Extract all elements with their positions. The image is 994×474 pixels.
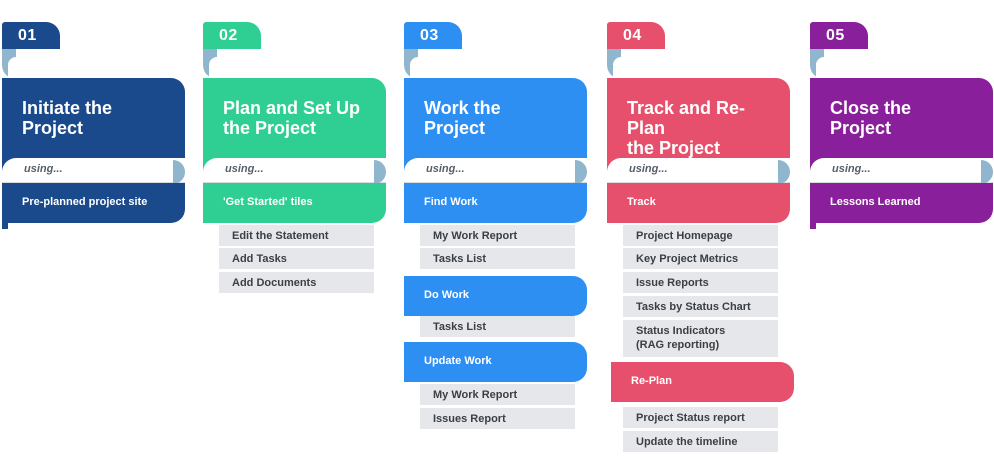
step-title-line: Close the	[830, 98, 912, 118]
step-title-line: Project	[830, 118, 892, 138]
group-header: Update Work	[404, 342, 587, 382]
ribbon-fold	[173, 160, 185, 184]
list-item-line: (RAG reporting)	[636, 339, 720, 351]
step-number: 03	[404, 22, 462, 49]
group-header: Pre-planned project site	[2, 183, 185, 223]
using-label: using...	[629, 163, 668, 175]
step-title-line: the Project	[223, 118, 317, 138]
step-title-card: Initiate the Project	[2, 78, 185, 158]
ribbon-tail	[404, 158, 418, 172]
ribbon-tail	[810, 223, 816, 229]
list-item: Add Documents	[219, 272, 374, 293]
step-title-line: Initiate the	[22, 98, 113, 118]
list-item: Project Status report	[623, 407, 778, 428]
divider	[203, 182, 386, 183]
step-number: 04	[607, 22, 665, 49]
step-number: 05	[810, 22, 868, 49]
ribbon-fold	[404, 49, 418, 79]
using-label: using...	[832, 163, 871, 175]
using-label: using...	[24, 163, 63, 175]
step-title-line: Track and Re-Plan	[627, 98, 746, 138]
step-number: 02	[203, 22, 261, 49]
step-title-line: Plan and Set Up	[223, 98, 361, 118]
ribbon-fold	[810, 49, 824, 79]
group-header: Re-Plan	[611, 362, 794, 402]
divider	[810, 182, 993, 183]
divider	[404, 182, 587, 183]
list-item-line: Status Indicators	[636, 325, 726, 337]
step-title-card: Work the Project	[404, 78, 587, 158]
list-item: My Work Report	[420, 384, 575, 405]
ribbon-tail	[810, 158, 824, 172]
group-header: Lessons Learned	[810, 183, 993, 223]
group-header: Do Work	[404, 276, 587, 316]
step-title-line: Project	[424, 118, 486, 138]
ribbon-fold	[607, 49, 621, 79]
list-item: Tasks List	[420, 316, 575, 337]
step-05-column: 05 Close the Project using... Lessons Le…	[810, 0, 994, 474]
divider	[2, 182, 185, 183]
list-item: Edit the Statement	[219, 225, 374, 246]
ribbon-fold	[778, 160, 790, 184]
using-label: using...	[426, 163, 465, 175]
using-label: using...	[225, 163, 264, 175]
group-header: Find Work	[404, 183, 587, 223]
step-title-line: Project	[22, 118, 84, 138]
step-title-line: the Project	[627, 138, 721, 158]
list-item: Project Homepage	[623, 225, 778, 246]
list-item: Key Project Metrics	[623, 248, 778, 269]
list-item: Add Tasks	[219, 248, 374, 269]
list-item: My Work Report	[420, 225, 575, 246]
list-item: Status Indicators (RAG reporting)	[623, 320, 778, 357]
ribbon-tail	[2, 223, 8, 229]
ribbon-fold	[203, 49, 217, 79]
step-04-column: 04 Track and Re-Plan the Project using..…	[607, 0, 797, 474]
ribbon-fold	[374, 160, 386, 184]
step-01-column: 01 Initiate the Project using... Pre-pla…	[2, 0, 192, 474]
step-number: 01	[2, 22, 60, 49]
step-title-card: Track and Re-Plan the Project	[607, 78, 790, 158]
group-header: Track	[607, 183, 790, 223]
list-item: Tasks by Status Chart	[623, 296, 778, 317]
step-03-column: 03 Work the Project using... Find Work M…	[404, 0, 594, 474]
ribbon-fold	[575, 160, 587, 184]
list-item: Tasks List	[420, 248, 575, 269]
list-item: Issue Reports	[623, 272, 778, 293]
list-item: Issues Report	[420, 408, 575, 429]
step-title-card: Close the Project	[810, 78, 993, 158]
ribbon-tail	[203, 158, 217, 172]
divider	[607, 182, 790, 183]
group-header: 'Get Started' tiles	[203, 183, 386, 223]
ribbon-fold	[981, 160, 993, 184]
list-item: Update the timeline	[623, 431, 778, 452]
ribbon-tail	[2, 158, 16, 172]
step-title-line: Work the	[424, 98, 501, 118]
ribbon-fold	[2, 49, 16, 79]
step-02-column: 02 Plan and Set Up the Project using... …	[203, 0, 393, 474]
ribbon-tail	[607, 158, 621, 172]
step-title-card: Plan and Set Up the Project	[203, 78, 386, 158]
